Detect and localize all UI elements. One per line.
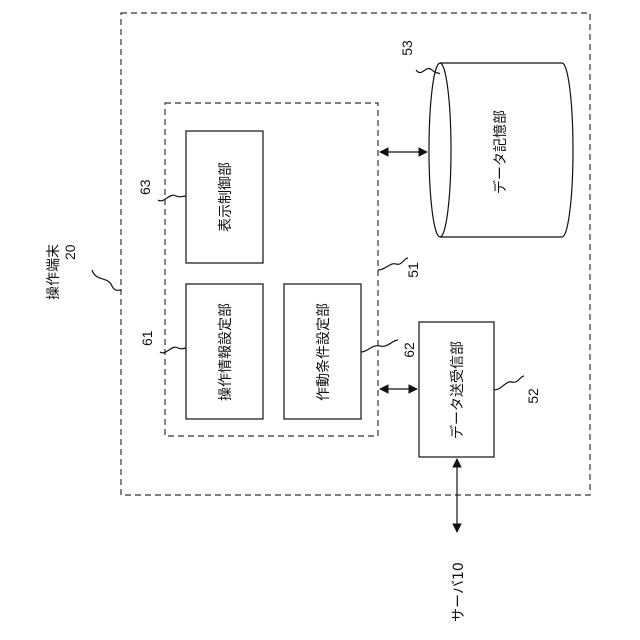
data-transceiver-leader (494, 376, 524, 390)
display-control-ref: 63 (137, 179, 153, 195)
terminal-leader (92, 270, 121, 290)
terminal-label: 操作端末 (46, 244, 62, 300)
data-storage-ref: 53 (399, 40, 415, 56)
data-storage-label: データ記憶部 (492, 110, 509, 194)
operation-info-setting-ref: 61 (139, 330, 155, 346)
display-control-label: 表示制御部 (218, 162, 234, 232)
server-label: サーバ10 (451, 562, 467, 622)
controller-leader (378, 258, 408, 270)
operation-info-setting-leader (160, 347, 186, 353)
data-transceiver-label: データ送受信部 (449, 341, 466, 439)
display-control-leader (158, 195, 186, 201)
operation-condition-setting-leader (361, 340, 398, 352)
terminal-ref: 20 (62, 244, 78, 260)
data-transceiver-ref: 52 (525, 388, 541, 404)
operation-condition-setting-label: 作動条件設定部 (315, 303, 332, 401)
operation-condition-setting-ref: 62 (401, 342, 417, 358)
operation-info-setting-label: 操作情報設定部 (218, 303, 234, 401)
controller-ref: 51 (405, 262, 421, 278)
